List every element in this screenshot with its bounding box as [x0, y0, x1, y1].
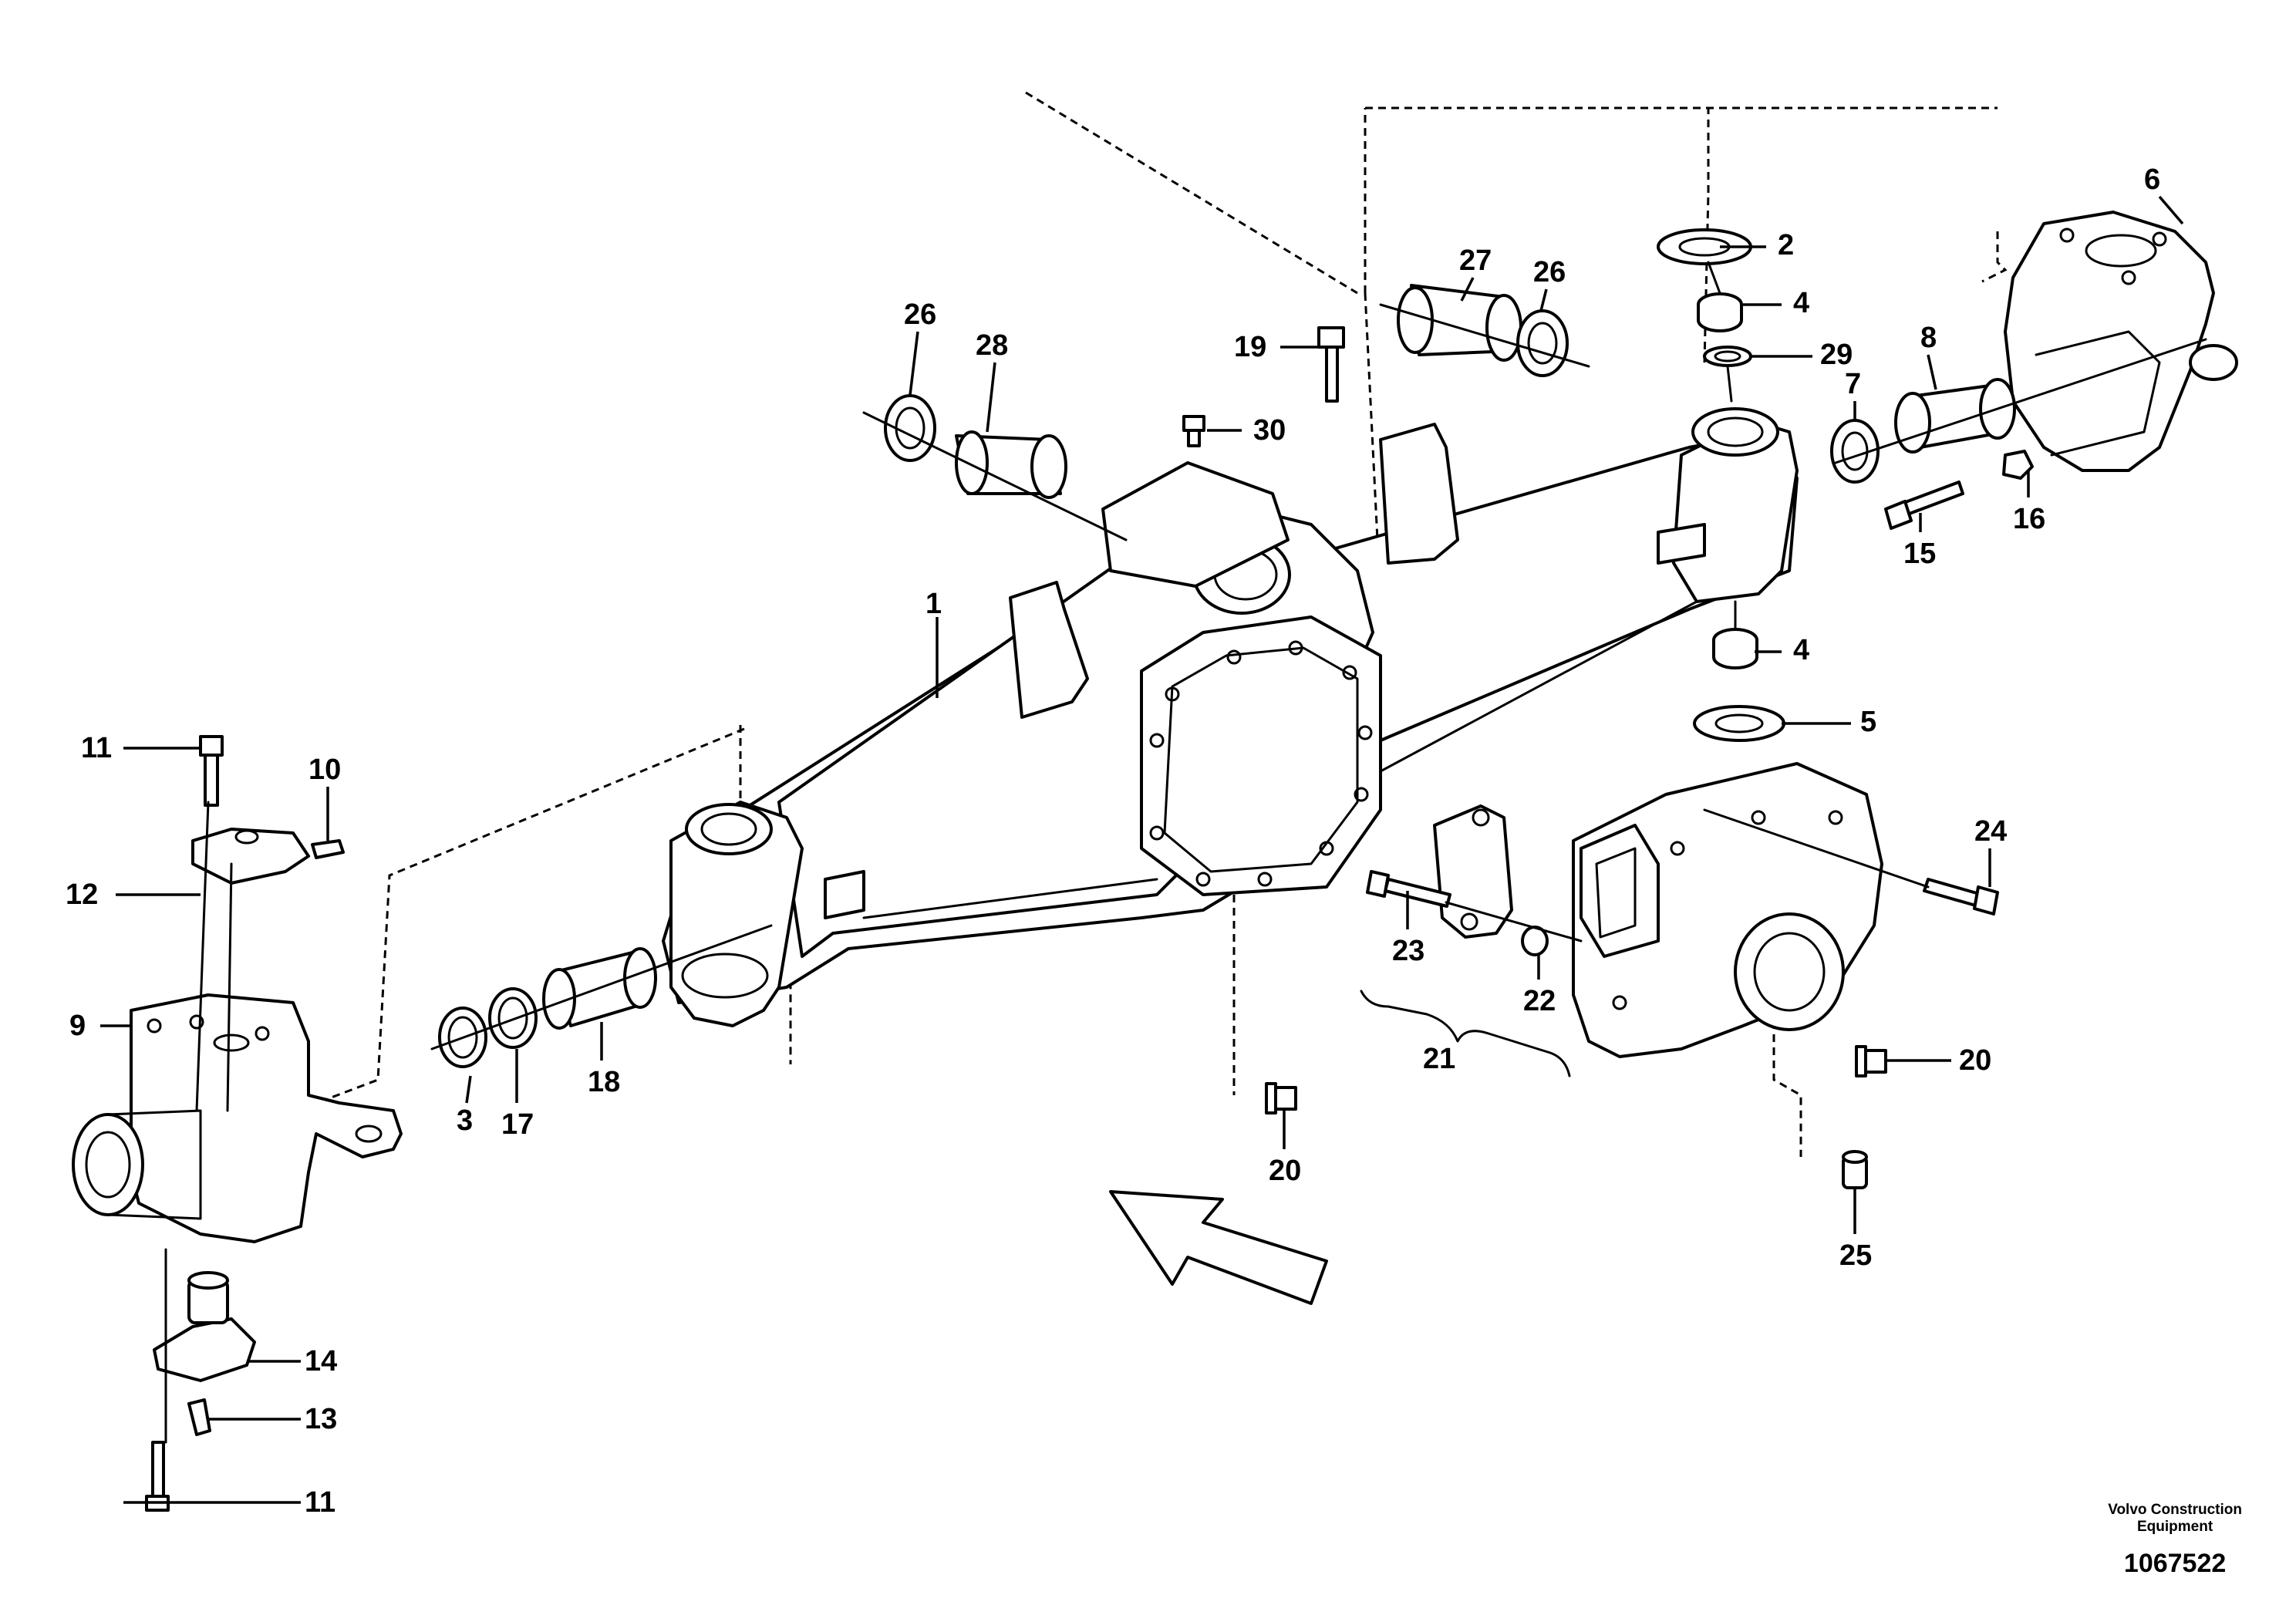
cap-14 [153, 1271, 256, 1382]
steering-knuckle-right [2004, 211, 2238, 472]
callout-5: 5 [1860, 706, 1876, 738]
drawing-number: 1067522 [2123, 1549, 2227, 1578]
bushing-18 [542, 947, 657, 1030]
callout-17: 17 [501, 1108, 534, 1141]
callout-24: 24 [1974, 815, 2007, 848]
publisher-credit: Volvo Construction Equipment 1067522 [2108, 1502, 2242, 1580]
bearing-4-top [1697, 292, 1743, 332]
hub-housing [1572, 762, 1883, 1058]
ring-17 [488, 987, 538, 1049]
group-brace-21 [1360, 990, 1571, 1077]
callout-26-right: 26 [1533, 256, 1566, 288]
bushing-28 [955, 430, 1067, 499]
callout-27: 27 [1459, 244, 1492, 277]
callout-4-bottom: 4 [1793, 634, 1809, 666]
callout-22: 22 [1523, 985, 1556, 1017]
seal-26-right [1516, 309, 1569, 377]
bolt-11-bottom [145, 1441, 170, 1512]
callout-12: 12 [66, 878, 98, 911]
callout-9: 9 [69, 1010, 86, 1042]
kingpin-axis-right [430, 261, 2207, 1050]
cap-12 [191, 828, 310, 885]
callout-28: 28 [976, 329, 1008, 362]
callout-20-right: 20 [1959, 1044, 1991, 1077]
callout-23: 23 [1392, 935, 1424, 967]
callout-8: 8 [1920, 322, 1937, 354]
callout-labels: 1 2 3 4 4 5 6 7 8 9 10 11 11 12 13 14 15… [66, 164, 2160, 1519]
publisher-name-line2: Equipment [2137, 1519, 2213, 1535]
callout-13: 13 [305, 1403, 337, 1435]
bolt-11-top [199, 735, 224, 807]
callout-14: 14 [305, 1345, 337, 1378]
callout-4-top: 4 [1793, 287, 1809, 319]
callout-7: 7 [1845, 368, 1861, 400]
flange-bolt-holes [1149, 640, 1373, 887]
callout-11-top: 11 [81, 732, 112, 764]
steering-knuckle-left [72, 993, 403, 1243]
bearing-4-bottom [1712, 628, 1758, 669]
callout-16: 16 [2013, 503, 2045, 535]
callout-29: 29 [1820, 339, 1853, 371]
grease-nipple-13 [187, 1398, 211, 1436]
callout-25: 25 [1839, 1239, 1872, 1272]
plug-20-bottom [1265, 1082, 1297, 1114]
callout-1: 1 [925, 588, 942, 620]
callout-21: 21 [1423, 1043, 1455, 1075]
grease-nipple-10 [311, 839, 345, 859]
plug-20-right [1855, 1045, 1887, 1077]
seal-26-left [884, 394, 936, 462]
callout-15: 15 [1903, 538, 1936, 570]
bushing-27 [1397, 284, 1522, 362]
plug-30 [1182, 415, 1205, 447]
callout-18: 18 [588, 1066, 620, 1098]
nut-16 [2002, 450, 2034, 480]
callout-6: 6 [2144, 164, 2160, 196]
pin-25 [1842, 1150, 1868, 1189]
washer-5 [1693, 705, 1785, 742]
callout-26-left: 26 [904, 298, 936, 331]
bolt-15 [1884, 481, 1964, 530]
kingpin-axis-left [164, 801, 233, 1444]
callout-3: 3 [457, 1104, 473, 1137]
leader-lines [100, 195, 2184, 1504]
callout-2: 2 [1778, 229, 1794, 261]
callout-20-bottom: 20 [1269, 1155, 1301, 1187]
publisher-name-line1: Volvo Construction [2108, 1502, 2242, 1518]
bushing-8 [1894, 378, 2016, 454]
direction-arrow [1109, 1190, 1328, 1305]
callout-11-bottom: 11 [305, 1486, 335, 1519]
axle-housing [662, 407, 1799, 1027]
callout-19: 19 [1234, 331, 1266, 363]
bolt-24 [1923, 878, 1999, 916]
bolt-19 [1317, 326, 1345, 403]
callout-10: 10 [308, 754, 341, 786]
callout-30: 30 [1253, 414, 1286, 447]
bolt-23 [1366, 870, 1451, 908]
ring-29 [1703, 346, 1752, 367]
